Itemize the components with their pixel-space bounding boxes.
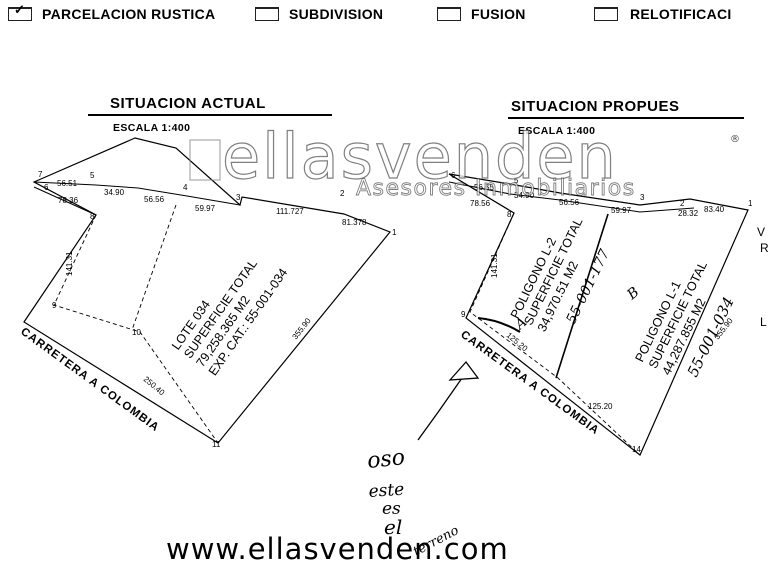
option-parcelacion-rustica: PARCELACION RUSTICA bbox=[42, 6, 216, 22]
proposed-hatched-area bbox=[477, 317, 521, 333]
proposed-vertices: 6 5 3 2 1 8 9 14 bbox=[451, 171, 753, 454]
vertex-label: 4 bbox=[183, 183, 188, 192]
meas-label: 56.55 bbox=[474, 183, 495, 192]
watermark: ellasvenden ® Asesores Inmobiliarios bbox=[189, 119, 740, 201]
actual-title: SITUACION ACTUAL bbox=[110, 95, 266, 112]
note-line: el bbox=[384, 515, 402, 539]
vertex-label: 2 bbox=[680, 199, 685, 208]
poly-b-mark: B bbox=[624, 284, 643, 304]
proposed-boundary bbox=[448, 173, 749, 456]
actual-road-label: CARRETERA A COLOMBIA bbox=[18, 326, 161, 435]
meas-label: 355.90 bbox=[290, 316, 312, 341]
meas-label: 81.378 bbox=[342, 218, 367, 227]
meas-label: 56.56 bbox=[144, 195, 165, 204]
actual-inner-line-2 bbox=[33, 186, 97, 216]
vertex-label: 8 bbox=[90, 212, 95, 221]
meas-label: 78.36 bbox=[58, 196, 79, 205]
meas-label: 111.727 bbox=[276, 207, 304, 216]
vertex-label: 5 bbox=[90, 171, 95, 180]
actual-lot-boundary bbox=[23, 137, 391, 444]
vertex-label: 3 bbox=[236, 193, 241, 202]
fusion-checkbox bbox=[437, 7, 461, 21]
meas-label: 59.97 bbox=[611, 206, 632, 215]
vertex-label: 9 bbox=[461, 310, 466, 319]
meas-label: 78.56 bbox=[470, 199, 491, 208]
side-letter: L bbox=[760, 315, 767, 329]
note-line: es bbox=[382, 499, 401, 519]
actual-inner-line bbox=[33, 181, 241, 206]
actual-dashed-line bbox=[53, 214, 219, 444]
meas-label: 125.20 bbox=[505, 331, 530, 354]
watermark-registered: ® bbox=[730, 134, 740, 145]
actual-scale: ESCALA 1:400 bbox=[113, 122, 191, 134]
option-relotificacion: RELOTIFICACI bbox=[630, 6, 732, 22]
vertex-label: 1 bbox=[392, 228, 397, 237]
vertex-label: 5 bbox=[514, 176, 519, 185]
watermark-tagline: Asesores Inmobiliarios bbox=[356, 176, 636, 201]
watermark-logo bbox=[189, 139, 221, 181]
proposed-title: SITUACION PROPUES bbox=[511, 98, 680, 115]
actual-dashed-line-2 bbox=[131, 204, 177, 331]
vertex-label: 7 bbox=[38, 170, 43, 179]
actual-vertices: 7 6 5 4 3 2 1 8 9 10 11 bbox=[38, 170, 397, 449]
meas-label: 59.97 bbox=[195, 204, 216, 213]
proposed-dashed-line bbox=[469, 212, 641, 456]
vertex-label: 10 bbox=[132, 328, 141, 337]
vertex-label: 11 bbox=[212, 440, 221, 449]
actual-title-underline bbox=[88, 114, 332, 116]
proposed-scale: ESCALA 1:400 bbox=[518, 125, 596, 137]
side-letter: V bbox=[757, 225, 765, 239]
checkmark-icon: ✓ bbox=[14, 2, 25, 17]
meas-label: 83.40 bbox=[704, 205, 725, 214]
note-line: este bbox=[368, 480, 405, 502]
parcelacion-rustica-checkbox bbox=[8, 7, 32, 21]
footer-url: www.ellasvenden.com bbox=[166, 532, 509, 566]
watermark-brand: ellasvenden bbox=[222, 120, 618, 193]
actual-lot-text: LOTE 034 SUPERFICIE TOTAL 79,258.365 M2 … bbox=[169, 257, 290, 378]
proposed-title-underline bbox=[508, 117, 744, 119]
proposed-split-line bbox=[555, 213, 609, 379]
vertex-label: 14 bbox=[632, 445, 641, 454]
actual-plan bbox=[23, 137, 391, 444]
vertex-label: 2 bbox=[340, 189, 345, 198]
note-line: oso bbox=[366, 445, 406, 474]
proposed-inner-line bbox=[448, 181, 695, 213]
subdivision-checkbox bbox=[255, 7, 279, 21]
option-fusion: FUSION bbox=[471, 6, 526, 22]
meas-label: 250.40 bbox=[142, 375, 167, 398]
meas-label: 125.20 bbox=[588, 402, 613, 411]
meas-label: 34.90 bbox=[514, 191, 535, 200]
meas-label: 56.51 bbox=[57, 179, 78, 188]
vertex-label: 3 bbox=[640, 193, 645, 202]
vertex-label: 1 bbox=[748, 199, 753, 208]
poly-hand-code: 55-001-177 bbox=[563, 247, 613, 327]
vertex-label: 6 bbox=[451, 171, 456, 180]
vertex-label: 8 bbox=[507, 210, 512, 219]
proposed-plan bbox=[448, 173, 749, 456]
vertex-label: 6 bbox=[44, 183, 49, 192]
vertex-label: 9 bbox=[52, 301, 57, 310]
proposed-road-label: CARRETERA A COLOMBIA bbox=[458, 329, 601, 438]
meas-label: 141.31 bbox=[65, 251, 74, 276]
option-subdivision: SUBDIVISION bbox=[289, 6, 384, 22]
meas-label: 28.32 bbox=[678, 209, 699, 218]
meas-label: 34.90 bbox=[104, 188, 125, 197]
meas-label: 56.56 bbox=[559, 198, 580, 207]
arrow-icon bbox=[417, 360, 480, 441]
side-letter: R bbox=[760, 241, 768, 255]
relotificacion-checkbox bbox=[594, 7, 618, 21]
meas-label: 141.31 bbox=[490, 253, 499, 278]
side-letters: V R L bbox=[757, 225, 768, 329]
